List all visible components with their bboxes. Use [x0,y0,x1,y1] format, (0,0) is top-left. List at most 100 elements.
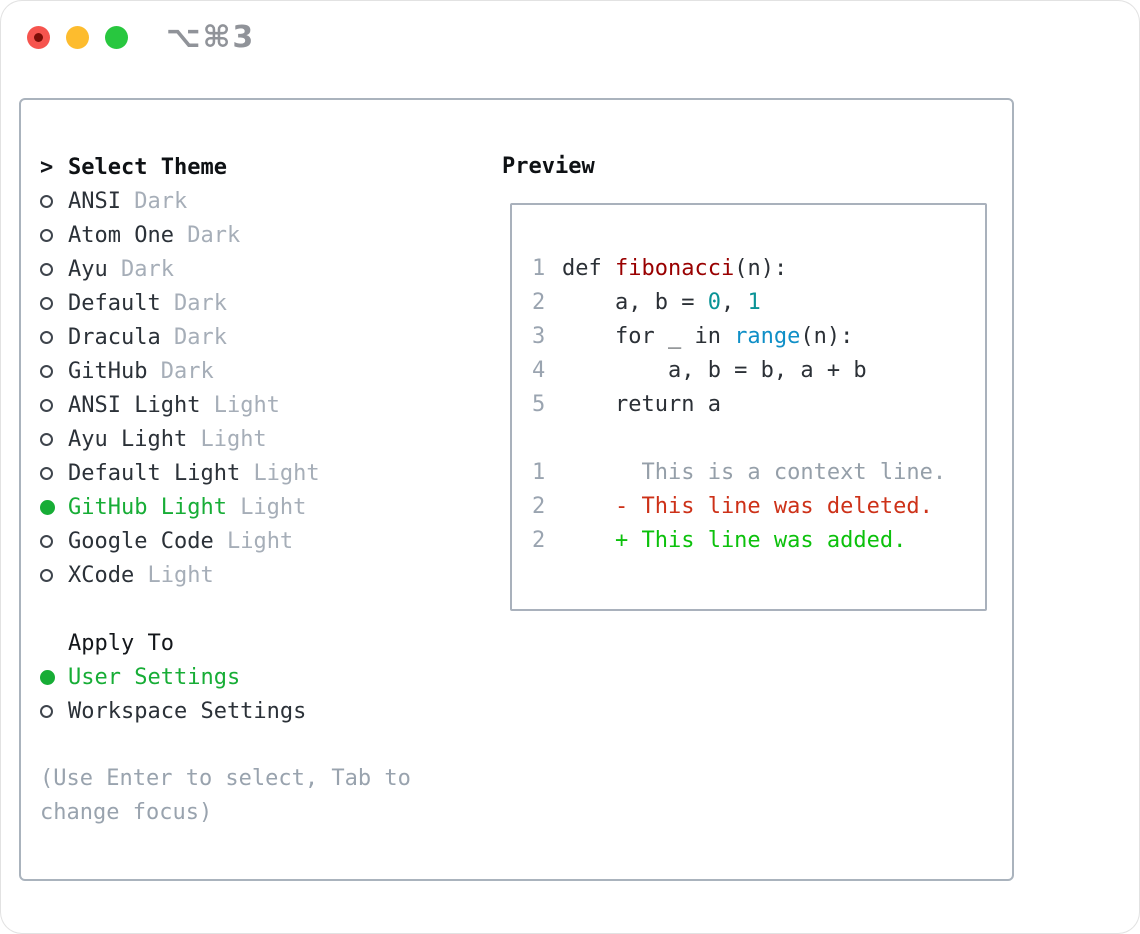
theme-variant: Light [200,426,267,452]
radio-icon [40,364,68,378]
code-token: a, b = [562,290,708,315]
code-line: 3 for _ in range(n): [532,320,985,354]
radio-glyph [40,466,53,480]
close-button[interactable] [27,26,50,49]
radio-glyph [40,364,53,378]
preview-header: Preview [502,154,595,179]
code-token: def [562,256,615,281]
code-line: 5 return a [532,388,985,422]
radio-glyph [40,499,55,515]
theme-name: GitHub [68,358,161,384]
radio-glyph [40,568,53,582]
theme-variant: Dark [173,324,227,350]
line-number: 4 [532,358,546,383]
theme-variant: Dark [134,188,188,214]
theme-option[interactable]: Default Light Light [40,456,452,490]
line-number: 1 [532,256,546,281]
theme-name: Atom One [68,222,188,248]
minimize-button[interactable] [66,26,89,49]
radio-icon [40,398,68,412]
radio-icon [40,330,68,344]
theme-option[interactable]: XCode Light [40,558,452,592]
caret-icon: > [40,154,54,180]
apply-to-option[interactable]: Workspace Settings [40,694,452,728]
radio-glyph [40,669,55,685]
radio-glyph [40,262,53,276]
code-line: 1 def fibonacci(n): [532,252,985,286]
code-line: 2 a, b = 0, 1 [532,286,985,320]
zoom-button[interactable] [105,26,128,49]
code-token: (n): [800,324,854,349]
theme-variant: Dark [173,290,227,316]
code-token: (n): [734,256,788,281]
theme-name: Default Light [68,460,254,486]
theme-option[interactable]: Default Dark [40,286,452,320]
line-number: 1 [532,460,546,485]
keyboard-hint: (Use Enter to select, Tab to change focu… [40,766,411,825]
radio-icon [40,296,68,310]
theme-name: Dracula [68,324,174,350]
radio-glyph [40,330,53,344]
line-number: 2 [532,290,546,315]
code-line: 2 + This line was added. [532,524,985,558]
theme-variant: Dark [187,222,241,248]
code-token: + This line was added. [562,528,907,553]
theme-option[interactable]: Google Code Light [40,524,452,558]
line-number: 2 [532,528,546,553]
radio-icon [40,704,68,718]
apply-to-header: Apply To [40,626,452,660]
radio-glyph [40,228,53,242]
line-number [532,422,562,456]
radio-glyph [40,432,53,446]
code-line: 2 - This line was deleted. [532,490,985,524]
theme-option[interactable]: ANSI Dark [40,184,452,218]
radio-glyph [40,194,53,208]
code-token: 1 [747,290,761,315]
selected-radio-icon [40,499,68,515]
theme-name: ANSI [68,188,135,214]
theme-option[interactable]: GitHub Light Light [40,490,452,524]
theme-name: GitHub Light [68,494,241,520]
theme-option[interactable]: Dracula Dark [40,320,452,354]
code-token: fibonacci [614,256,735,281]
code-token: This is a context line. [562,460,947,485]
code-line: 4 a, b = b, a + b [532,354,985,388]
theme-variant: Light [226,528,294,554]
radio-icon [40,194,68,208]
radio-icon [40,466,68,480]
theme-option[interactable]: ANSI Light Light [40,388,452,422]
theme-option[interactable]: GitHub Dark [40,354,452,388]
apply-to-option[interactable]: User Settings [40,660,452,694]
theme-name: Default [68,290,174,316]
apply-to-header-label: Apply To [68,630,174,656]
code-token: 0 [707,290,721,315]
theme-option[interactable]: Ayu Dark [40,252,452,286]
code-token: , [720,290,748,315]
selected-radio-icon [40,669,68,685]
theme-name: XCode [68,562,148,588]
apply-to-label: User Settings [68,664,241,690]
theme-list-header: > Select Theme [40,150,452,184]
radio-glyph [40,534,53,548]
theme-option[interactable]: Ayu Light Light [40,422,452,456]
theme-list-header-label: Select Theme [68,154,227,180]
code-token: for _ in [562,324,735,349]
radio-icon [40,568,68,582]
theme-option[interactable]: Atom One Dark [40,218,452,252]
radio-icon [40,432,68,446]
line-number: 5 [532,392,546,417]
apply-to-label: Workspace Settings [68,698,307,724]
code-line [532,422,985,456]
line-number: 2 [532,494,546,519]
window-title: ⌥⌘3 [166,20,256,55]
code-token: return a [562,392,721,417]
code-token: range [734,324,801,349]
